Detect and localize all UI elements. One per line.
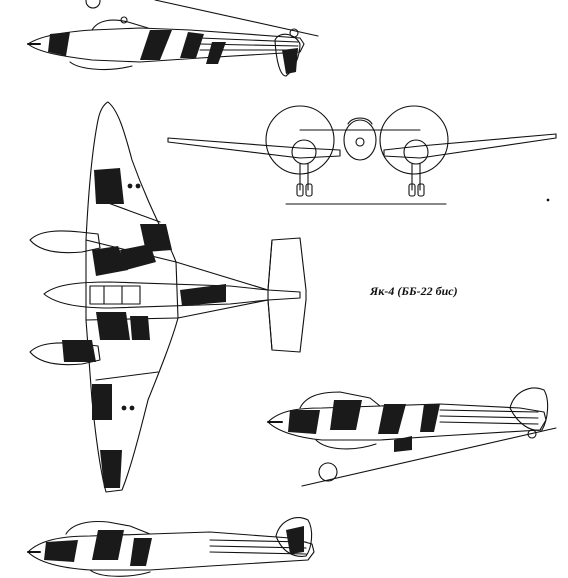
front-view [167, 105, 557, 205]
side-view-top-camo [48, 30, 298, 74]
aircraft-caption: Як-4 (ББ-22 бис) [370, 284, 458, 298]
side-view-bottom-camo [44, 526, 304, 566]
side-view-bottom [27, 517, 315, 577]
side-view-middle-camo [288, 400, 440, 452]
side-view-middle [267, 387, 557, 487]
top-view [29, 101, 307, 493]
side-view-top [27, 0, 319, 77]
top-view-camo [62, 168, 226, 488]
